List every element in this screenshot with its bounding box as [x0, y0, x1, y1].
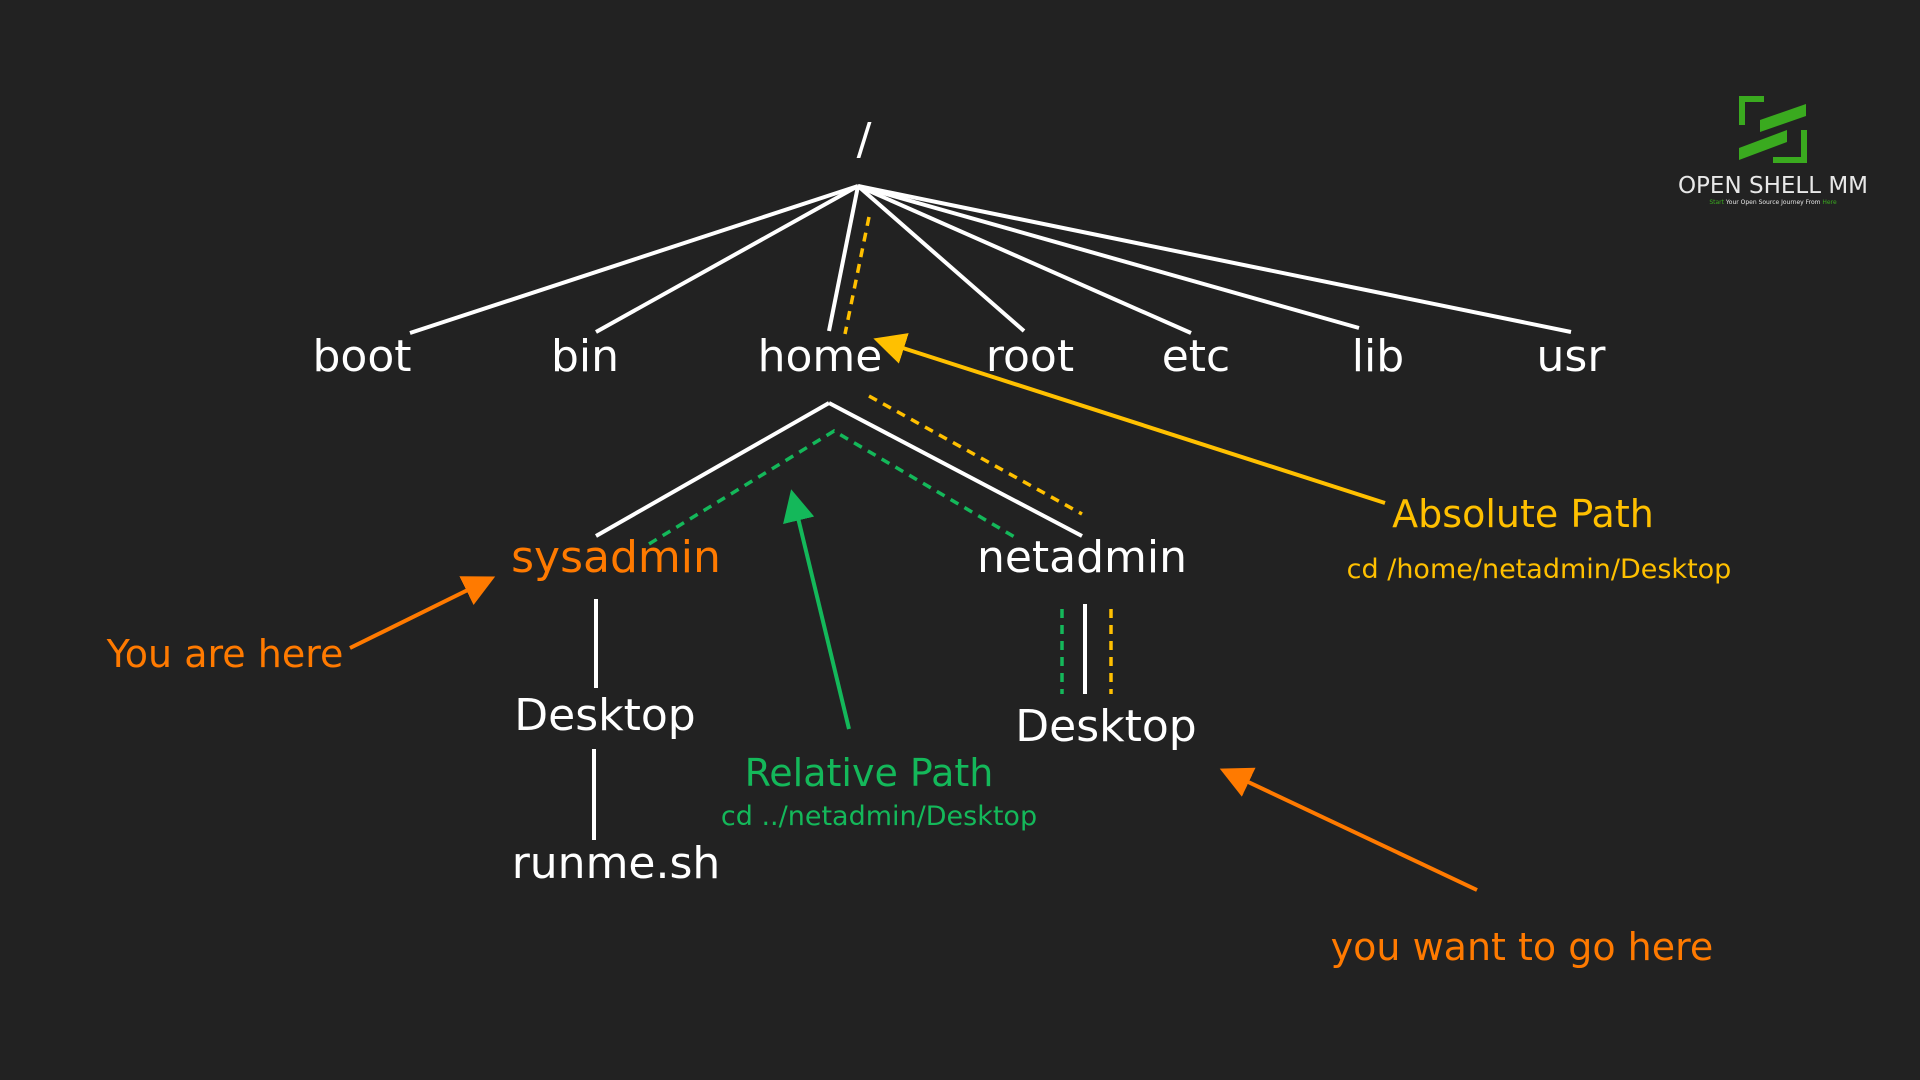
dir-usr: usr: [1537, 331, 1607, 382]
dir-etc: etc: [1162, 331, 1231, 382]
you-are-here-label: You are here: [106, 632, 344, 676]
relative-path-arrow: [783, 489, 851, 730]
absolute-path-trace: [843, 216, 1113, 694]
absolute-path-arrow: [873, 333, 1386, 505]
dir-root: root: [986, 331, 1074, 382]
absolute-path-label: Absolute Path: [1392, 492, 1654, 536]
dir-sysadmin-desktop: Desktop: [514, 690, 695, 741]
logo-name: OPEN SHELL MM: [1678, 173, 1868, 199]
you-are-here-arrow: [349, 576, 496, 650]
target-label: you want to go here: [1331, 925, 1714, 969]
home-edges: [595, 401, 1083, 538]
dir-home: home: [758, 331, 883, 382]
relative-path-label: Relative Path: [745, 751, 994, 795]
root-edges: [409, 184, 1572, 335]
dir-bin: bin: [551, 331, 619, 382]
dir-netadmin-desktop-target: Desktop: [1015, 701, 1196, 752]
logo-tagline: Start Your Open Source Journey From Here: [1709, 199, 1837, 206]
absolute-path-command: cd /home/netadmin/Desktop: [1347, 554, 1732, 585]
root-node: /: [857, 114, 872, 165]
relative-path-command: cd ../netadmin/Desktop: [721, 801, 1037, 832]
dir-boot: boot: [312, 331, 411, 382]
relative-path-trace: [648, 428, 1064, 694]
dir-sysadmin-current: sysadmin: [511, 532, 721, 583]
tagline-mid: Your Open Source Journey From: [1724, 199, 1822, 206]
tagline-end: Here: [1822, 199, 1837, 206]
tagline-start: Start: [1709, 199, 1724, 206]
logo-mark-icon: [1739, 96, 1807, 163]
dir-lib: lib: [1352, 331, 1404, 382]
target-arrow: [1219, 767, 1478, 892]
dir-netadmin: netadmin: [977, 532, 1187, 583]
file-runme-sh: runme.sh: [512, 838, 721, 889]
logo: OPEN SHELL MM Start Your Open Source Jou…: [1678, 96, 1868, 206]
